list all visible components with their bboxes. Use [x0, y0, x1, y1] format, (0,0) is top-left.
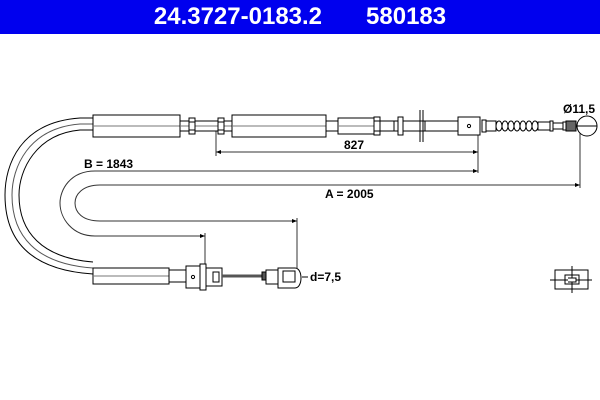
dimension-lines — [59, 125, 581, 275]
cable-sheath — [4, 117, 94, 275]
lower-sleeve — [92, 267, 191, 285]
ball-diameter-label: Ø11,5 — [563, 102, 596, 116]
adjuster — [373, 110, 459, 142]
upper-nuts — [188, 117, 225, 135]
dimension-a-label: A = 2005 — [325, 187, 374, 201]
nipple-end — [261, 267, 302, 289]
nipple-diameter-label: d=7,5 — [310, 270, 342, 284]
arrowheads — [200, 150, 580, 238]
part-number: 24.3727-0183.2 — [153, 3, 323, 30]
upper-sleeve-1 — [92, 114, 181, 138]
disc-brake-caliper-icon — [550, 266, 592, 293]
dimension-827-label: 827 — [344, 138, 365, 152]
lower-fitting — [185, 263, 262, 291]
ribbed-boot — [481, 119, 577, 133]
title-bar: 24.3727-0183.2 580183 — [0, 0, 600, 34]
reference-number: 580183 — [366, 3, 447, 30]
end-fitting — [457, 116, 481, 136]
ball-end — [576, 115, 598, 137]
dimension-b-label: B = 1843 — [84, 157, 134, 171]
